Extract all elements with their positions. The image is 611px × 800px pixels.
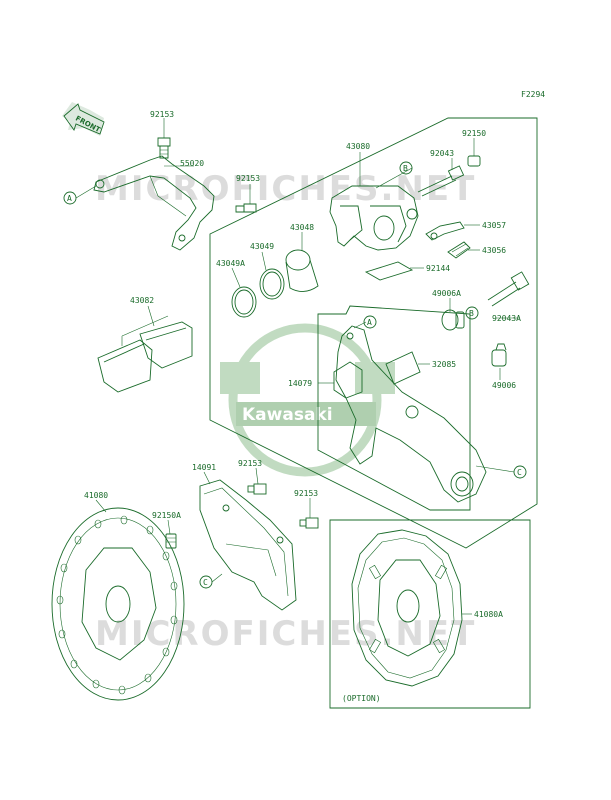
label-49006: 49006 (492, 381, 516, 390)
ref-marker-a-inner: A (363, 315, 377, 329)
label-92153-guard1: 92153 (238, 459, 262, 468)
clip-43057 (425, 221, 465, 241)
piston-43048 (285, 249, 319, 292)
svg-text:B: B (403, 164, 408, 173)
svg-text:C: C (517, 468, 522, 477)
label-92153-guard2: 92153 (294, 489, 318, 498)
seal-43049 (259, 268, 285, 300)
label-43080: 43080 (346, 142, 370, 151)
label-41080: 41080 (84, 491, 108, 500)
kawasaki-logo: Kawasaki (220, 323, 395, 477)
label-92043: 92043 (430, 149, 454, 158)
ref-marker-b-top: B (399, 161, 413, 175)
label-92144: 92144 (426, 264, 450, 273)
pin-92144 (364, 261, 414, 281)
caliper-43080 (329, 185, 419, 251)
label-92153-top: 92153 (150, 110, 174, 119)
boot-49006 (491, 343, 507, 367)
part-labels: 92153 55020 92153 43080 92150 92043 4305… (84, 110, 521, 703)
bolt-92153-bracket (235, 203, 257, 213)
pads-43082 (97, 315, 193, 393)
label-43056: 43056 (482, 246, 506, 255)
guard-14091 (199, 479, 297, 611)
label-43048: 43048 (290, 223, 314, 232)
watermark-top: MICROFICHES.NET (95, 169, 476, 209)
svg-text:B: B (469, 309, 474, 318)
figure-code: F2294 (521, 90, 545, 99)
ref-marker-b-right: B (465, 306, 479, 320)
brake-bracket-55020 (93, 155, 215, 251)
bolt-92153-guard1 (247, 483, 267, 495)
ref-marker-c-left: C (199, 575, 213, 589)
label-92150: 92150 (462, 129, 486, 138)
label-14079: 14079 (288, 379, 312, 388)
label-92150a: 92150A (152, 511, 181, 520)
label-43082: 43082 (130, 296, 154, 305)
pin-14079 (333, 361, 363, 399)
label-14091: 14091 (192, 463, 216, 472)
svg-text:A: A (67, 194, 72, 203)
svg-text:C: C (203, 578, 208, 587)
label-92153-bracket: 92153 (236, 174, 260, 183)
bolt-92043a (487, 271, 530, 307)
svg-text:A: A (367, 318, 372, 327)
bolt-92153-top (157, 137, 171, 159)
label-43049a: 43049A (216, 259, 245, 268)
label-92043a: 92043A (492, 314, 521, 323)
disc-41080 (51, 507, 185, 701)
seal-43049a (231, 286, 257, 318)
label-43049: 43049 (250, 242, 274, 251)
watermark-bottom: MICROFICHES.NET (95, 614, 476, 654)
label-55020: 55020 (180, 159, 204, 168)
disc-41080a (351, 529, 463, 687)
inner-frame (317, 305, 471, 511)
cap-92150 (467, 155, 481, 167)
bolt-92043 (417, 165, 465, 197)
label-41080a: 41080A (474, 610, 503, 619)
option-label: (OPTION) (342, 694, 381, 703)
option-frame (329, 519, 531, 709)
caliper-bracket-32085 (335, 325, 487, 503)
label-43057: 43057 (482, 221, 506, 230)
assembly-frame (209, 117, 538, 549)
ref-marker-a-left: A (63, 191, 77, 205)
bleeder-43056 (447, 241, 471, 259)
label-32085: 32085 (432, 360, 456, 369)
label-49006a: 49006A (432, 289, 461, 298)
kawasaki-logo-text: Kawasaki (242, 405, 333, 425)
bolt-92153-guard2 (299, 517, 319, 529)
bolt-92150a (165, 533, 177, 549)
ref-marker-c-right: C (513, 465, 527, 479)
leader-lines (75, 118, 520, 615)
front-arrow-icon: FRONT (62, 102, 105, 136)
